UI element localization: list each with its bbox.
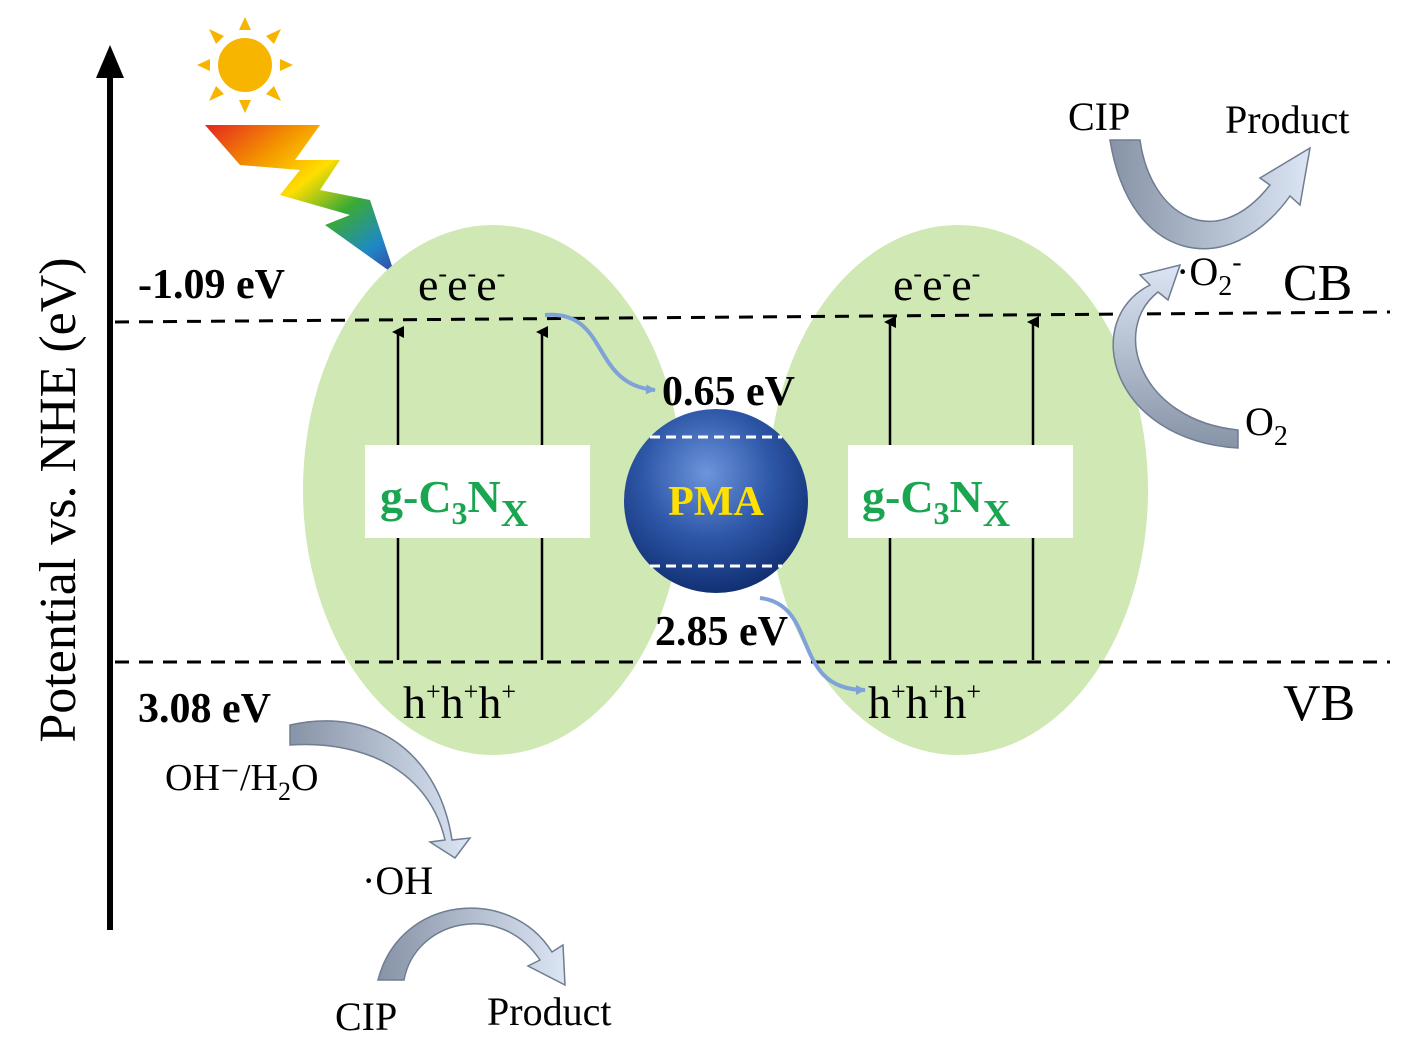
right-material-box (848, 445, 1073, 538)
left-electrons: e-e-e- (418, 259, 505, 310)
axis-label: Potential vs. NHE (eV) (30, 257, 87, 742)
left-holes: h+h+h+ (403, 677, 516, 728)
pma-sphere (624, 409, 808, 593)
hydroxyl-radical-label: ·OH (362, 858, 433, 903)
potential-axis (96, 45, 124, 930)
bottom-cip-label: CIP (335, 994, 397, 1039)
hydroxide-label: OH⁻/H2O (165, 757, 318, 806)
oxygen-reduction-arrow (1112, 263, 1239, 449)
vb-label: VB (1283, 675, 1355, 732)
svg-text:h+h+h+: h+h+h+ (868, 677, 981, 728)
vb-potential-label: 3.08 eV (138, 686, 271, 732)
cb-line (114, 310, 1391, 324)
left-material-label: g-C3NX (380, 471, 528, 535)
svg-text:h+h+h+: h+h+h+ (403, 677, 516, 728)
bottom-cip-arrow (377, 907, 566, 987)
oxygen-label: O2 (1245, 399, 1288, 452)
right-electrons: e-e-e- (893, 259, 980, 310)
pma-lower-level: 2.85 eV (655, 609, 788, 655)
svg-text:e-e-e-: e-e-e- (893, 259, 980, 310)
top-cip-label: CIP (1068, 94, 1130, 139)
svg-text:e-e-e-: e-e-e- (418, 259, 505, 310)
hole-transfer-arrow (759, 596, 866, 695)
right-material-label: g-C3NX (862, 471, 1010, 535)
sun-icon (197, 17, 293, 113)
top-cip-arrow (1109, 139, 1312, 250)
light-bolt-icon (205, 125, 395, 275)
right-holes: h+h+h+ (868, 677, 981, 728)
left-material-box (365, 445, 590, 538)
cb-potential-label: -1.09 eV (138, 262, 285, 308)
superoxide-label: ·O2- (1176, 247, 1242, 302)
electron-transfer-arrow (544, 312, 656, 395)
cb-label: CB (1283, 255, 1352, 312)
hydroxide-oxidation-arrow (289, 720, 472, 860)
top-product-label: Product (1225, 97, 1349, 142)
pma-label: PMA (668, 479, 764, 525)
bottom-product-label: Product (487, 989, 611, 1034)
pma-upper-level: 0.65 eV (662, 369, 795, 415)
